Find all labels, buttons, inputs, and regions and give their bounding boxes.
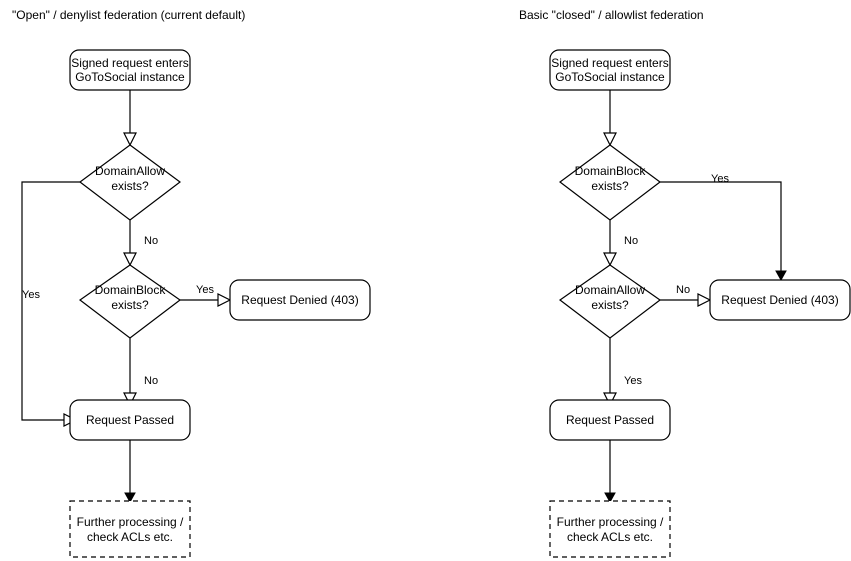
left-further-node: Further processing / check ACLs etc. (69, 500, 191, 558)
right-diagram-title: Basic "closed" / allowlist federation (519, 8, 704, 22)
left-further-node-label-line1: Further processing / (77, 515, 184, 529)
right-further-node-label-line1: Further processing / (557, 515, 664, 529)
left-arrowhead-domainblock-yes (217, 293, 232, 307)
left-diagram-title: "Open" / denylist federation (current de… (12, 8, 245, 22)
left-decision-domainallow: DomainAllow exists? (78, 144, 182, 221)
left-entry-node: Signed request enters GoToSocial instanc… (69, 49, 191, 91)
right-arrowhead-domainblock-no (603, 252, 617, 267)
left-decision-domainblock-label-line1: DomainBlock (95, 283, 167, 297)
right-entry-node-label-line2: GoToSocial instance (555, 70, 665, 84)
right-decision-domainblock-label-line1: DomainBlock (575, 164, 647, 178)
left-arrowhead-domainblock-no (123, 392, 137, 407)
left-denied-node: Request Denied (403) (229, 279, 371, 321)
right-entry-node-label-line1: Signed request enters (551, 56, 668, 70)
right-arrowhead-entry-to-domainblock (603, 132, 617, 147)
right-edge-label-domainblock-no: No (624, 235, 638, 247)
right-decision-domainallow-label-line1: DomainAllow (575, 283, 645, 297)
left-denied-node-label: Request Denied (403) (241, 293, 358, 307)
left-passed-node-label: Request Passed (86, 413, 174, 427)
right-passed-node: Request Passed (549, 399, 671, 441)
left-denied-node-shape (229, 279, 371, 321)
right-decision-domainallow: DomainAllow exists? (558, 264, 662, 339)
left-decision-domainblock-label-line2: exists? (111, 298, 149, 312)
right-edge-label-domainallow-no: No (676, 284, 690, 296)
left-entry-node-label-line2: GoToSocial instance (75, 70, 185, 84)
left-decision-domainallow-label-line2: exists? (111, 179, 149, 193)
left-passed-node: Request Passed (69, 399, 191, 441)
right-decision-domainblock-label-line2: exists? (591, 179, 629, 193)
right-further-node: Further processing / check ACLs etc. (549, 500, 671, 558)
left-further-node-label-line2: check ACLs etc. (87, 530, 173, 544)
left-edge-label-domainblock-no: No (144, 375, 158, 387)
right-arrowhead-domainblock-yes (775, 270, 787, 282)
right-edge-label-domainallow-yes: Yes (624, 375, 642, 387)
right-arrowhead-domainallow-yes (603, 392, 617, 407)
left-entry-node-label-line1: Signed request enters (71, 56, 188, 70)
right-further-node-shape (549, 500, 671, 558)
left-decision-domainblock: DomainBlock exists? (78, 264, 182, 339)
left-further-node-shape (69, 500, 191, 558)
left-arrowhead-domainallow-no (123, 252, 137, 267)
left-edge-label-domainallow-yes: Yes (22, 289, 40, 301)
left-edge-domainallow-yes-to-passed (21, 181, 80, 421)
right-denied-node-label: Request Denied (403) (721, 293, 838, 307)
left-arrowhead-entry-to-domainallow (123, 132, 137, 147)
left-arrowhead-passed-to-further (124, 492, 136, 504)
right-passed-node-label: Request Passed (566, 413, 654, 427)
right-denied-node-shape (709, 279, 851, 321)
right-entry-node: Signed request enters GoToSocial instanc… (549, 49, 671, 91)
left-decision-domainallow-label-line1: DomainAllow (95, 164, 165, 178)
right-edge-domainblock-yes-to-denied (660, 181, 782, 272)
right-further-node-label-line2: check ACLs etc. (567, 530, 653, 544)
right-arrowhead-domainallow-no (697, 293, 712, 307)
left-edge-label-domainallow-no: No (144, 235, 158, 247)
right-decision-domainallow-label-line2: exists? (591, 298, 629, 312)
right-edge-label-domainblock-yes: Yes (711, 173, 729, 185)
right-decision-domainblock: DomainBlock exists? (558, 144, 662, 221)
left-edge-label-domainblock-yes: Yes (196, 284, 214, 296)
right-arrowhead-passed-to-further (604, 492, 616, 504)
right-denied-node: Request Denied (403) (709, 279, 851, 321)
